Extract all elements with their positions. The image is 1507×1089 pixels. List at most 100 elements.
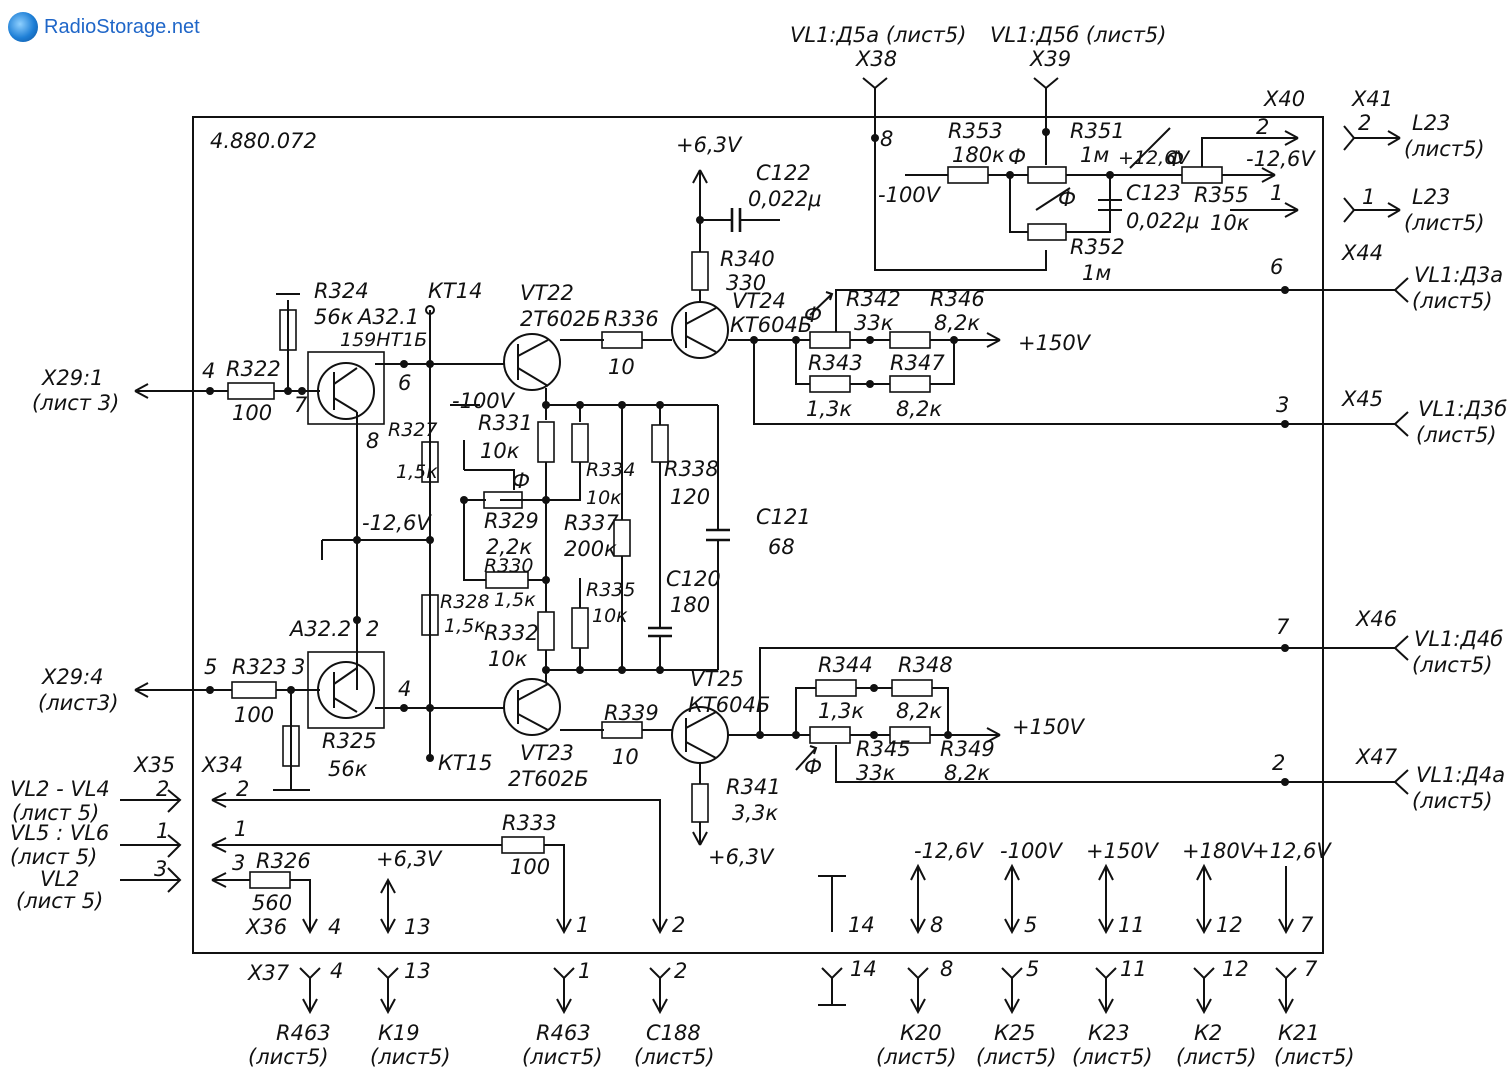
resistor-r328 bbox=[421, 594, 439, 636]
r345-ref: R345 bbox=[856, 737, 911, 761]
x44-label: X44 bbox=[1341, 241, 1383, 265]
pin-14-bottom: 14 bbox=[848, 913, 875, 937]
pin-7: 7 bbox=[294, 393, 308, 417]
capacitor-c120 bbox=[648, 626, 672, 638]
a321-type: 159НТ1Б bbox=[340, 329, 427, 351]
resistor-r335 bbox=[571, 607, 589, 649]
r351-val: 1м bbox=[1080, 143, 1109, 167]
pin-4-b: 4 bbox=[398, 677, 411, 701]
r335-val: 10к bbox=[592, 605, 628, 627]
r343-ref: R343 bbox=[808, 351, 863, 375]
r332-val: 10к bbox=[488, 647, 528, 671]
x40-label: X40 bbox=[1263, 87, 1305, 111]
x46-label: X46 bbox=[1355, 607, 1397, 631]
ref-d4a: VL1:Д4а bbox=[1416, 763, 1505, 787]
pin-2-x41: 2 bbox=[1358, 111, 1371, 135]
r324-val: 56к bbox=[314, 305, 354, 329]
pin-1-x34: 1 bbox=[234, 817, 247, 841]
r326-val: 560 bbox=[252, 891, 292, 915]
r322-val: 100 bbox=[232, 401, 272, 425]
p6v3-label-b: +6,3V bbox=[708, 845, 775, 869]
bottom-ref-r463-b: R463 bbox=[536, 1021, 591, 1045]
p150-label-c: +150V bbox=[1086, 839, 1160, 863]
c123-val: 0,022μ bbox=[1126, 209, 1199, 233]
phi-label-f: Ф bbox=[1166, 147, 1184, 171]
pin-2-out: 2 bbox=[1272, 751, 1285, 775]
r330-val: 1,5к bbox=[494, 589, 536, 611]
r344-ref: R344 bbox=[818, 653, 873, 677]
kt14-label: КТ14 bbox=[428, 279, 482, 303]
pin-7-out: 7 bbox=[1276, 615, 1290, 639]
top-ref-d5b: VL1:Д5б (лист5) bbox=[990, 23, 1167, 47]
x29-1-sheet: (лист 3) bbox=[32, 391, 119, 415]
pin-5-ext: 5 bbox=[1026, 957, 1039, 981]
pin-3-a: 3 bbox=[292, 655, 305, 679]
r323-ref: R323 bbox=[232, 655, 287, 679]
r344-val: 1,3к bbox=[818, 699, 864, 723]
c121-val: 68 bbox=[768, 535, 795, 559]
l23-ref-a: L23 bbox=[1412, 111, 1450, 135]
opamp-a322 bbox=[307, 651, 385, 729]
bottom-connector-forks bbox=[299, 967, 1297, 1015]
r355-val: 10к bbox=[1210, 211, 1250, 235]
resistor-r339 bbox=[601, 721, 643, 739]
r331-val: 10к bbox=[480, 439, 520, 463]
c122-val: 0,022μ bbox=[748, 187, 821, 211]
bottom-ref-k19-sheet: (лист5) bbox=[370, 1045, 451, 1069]
left-ref-3: VL2 bbox=[40, 867, 79, 891]
pin-6: 6 bbox=[398, 371, 411, 395]
arrowheads-input bbox=[134, 383, 149, 698]
wires-left-bottom bbox=[120, 789, 668, 935]
ref-d4b: VL1:Д4б bbox=[1414, 627, 1503, 651]
pin-8-top: 8 bbox=[880, 127, 893, 151]
resistor-r337 bbox=[613, 519, 631, 557]
capacitor-c122 bbox=[730, 208, 742, 232]
resistor-r347 bbox=[889, 375, 931, 393]
bottom-ref-k19: К19 bbox=[378, 1021, 420, 1045]
r330-ref: R330 bbox=[484, 555, 533, 577]
junction-dots-middle bbox=[460, 401, 664, 674]
pin-4-ext: 4 bbox=[330, 959, 343, 983]
p180-label: +180V bbox=[1182, 839, 1256, 863]
pin-7-ext: 7 bbox=[1304, 957, 1318, 981]
ref-d3a-sheet: (лист5) bbox=[1412, 289, 1493, 313]
pin-1-x41: 1 bbox=[1362, 185, 1375, 209]
pin-1-x35: 1 bbox=[156, 819, 169, 843]
p150-label-b: +150V bbox=[1012, 715, 1086, 739]
r334-ref: R334 bbox=[586, 459, 635, 481]
c120-val: 180 bbox=[670, 593, 710, 617]
m100-label-a: -100V bbox=[452, 389, 516, 413]
pin-11-bottom: 11 bbox=[1118, 913, 1145, 937]
testpoint-kt14 bbox=[425, 305, 435, 315]
r335-ref: R335 bbox=[586, 579, 635, 601]
watermark-text: RadioStorage.net bbox=[44, 15, 200, 38]
r329-ref: R329 bbox=[484, 509, 539, 533]
pin-1-bottom: 1 bbox=[576, 913, 589, 937]
resistor-r353 bbox=[947, 166, 989, 184]
x29-1-label: X29:1 bbox=[41, 366, 104, 390]
r329-val: 2,2к bbox=[486, 535, 532, 559]
x39-label: X39 bbox=[1029, 47, 1071, 71]
resistor-r340 bbox=[691, 251, 709, 291]
resistor-r346 bbox=[889, 331, 931, 349]
bottom-ref-k21: К21 bbox=[1278, 1021, 1320, 1045]
bottom-ref-k21-sheet: (лист5) bbox=[1274, 1045, 1355, 1069]
r333-val: 100 bbox=[510, 855, 550, 879]
resistor-r336 bbox=[601, 331, 643, 349]
bottom-ref-r463-a: R463 bbox=[276, 1021, 331, 1045]
opamp-a321 bbox=[307, 351, 385, 425]
phi-label-b: Ф bbox=[804, 303, 822, 327]
r324-ref: R324 bbox=[314, 279, 369, 303]
left-ref-2: VL5 : VL6 bbox=[10, 821, 109, 845]
r351-ref: R351 bbox=[1070, 119, 1125, 143]
arrowheads-top-right bbox=[862, 77, 1299, 218]
bottom-ref-k23-sheet: (лист5) bbox=[1072, 1045, 1153, 1069]
r325-val: 56к bbox=[328, 757, 368, 781]
vt24-type: КТ604Б bbox=[730, 313, 812, 337]
r340-val: 330 bbox=[726, 271, 766, 295]
r341-ref: R341 bbox=[726, 775, 781, 799]
resistor-r329 bbox=[483, 491, 523, 509]
m12v6-label-b: -12,6V bbox=[1246, 147, 1316, 171]
pin-6-out: 6 bbox=[1270, 255, 1283, 279]
r338-ref: R338 bbox=[664, 457, 719, 481]
